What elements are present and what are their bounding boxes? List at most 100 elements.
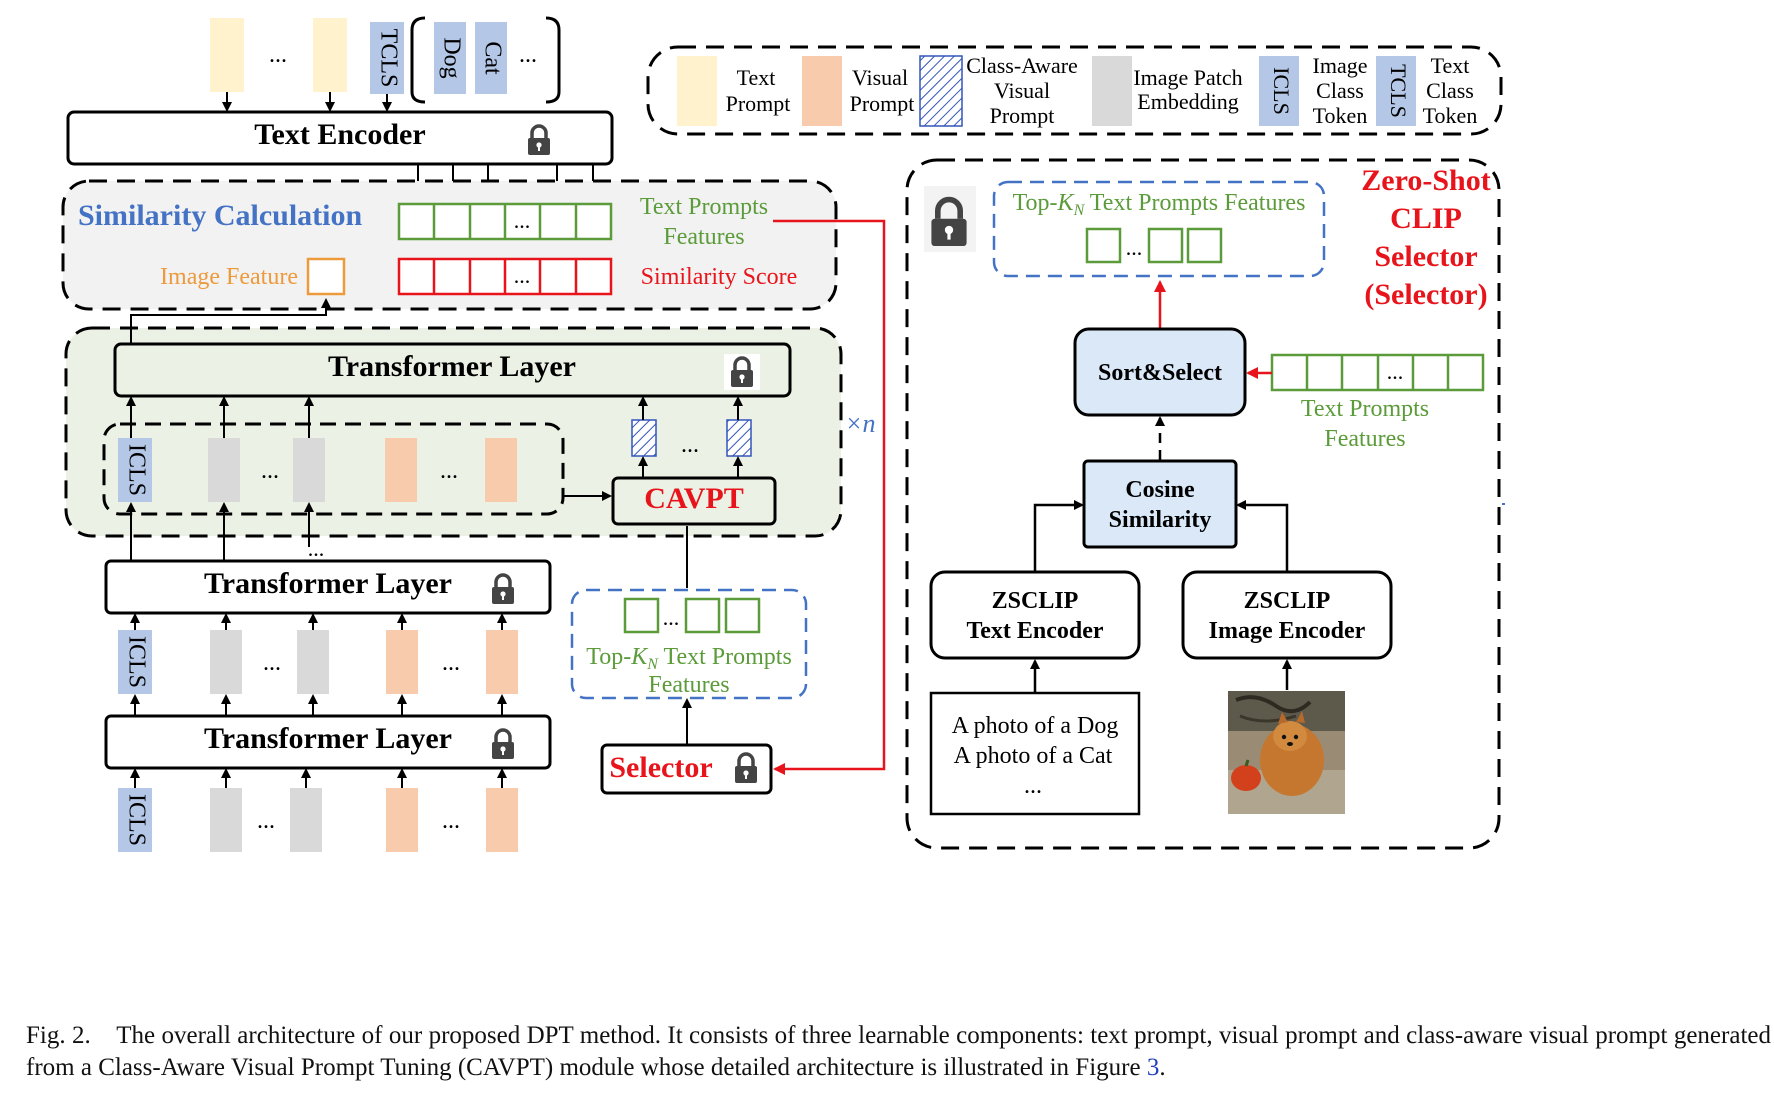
tokens-row-top: ICLS ... ... ... [118, 419, 752, 502]
legend-icls-swatch [1259, 56, 1299, 126]
dots-label: ... [269, 42, 287, 68]
sort-select-box [1073, 327, 1247, 417]
dots-label: ... [681, 432, 699, 458]
zsclip-text-encoder-label: Text Encoder [966, 618, 1103, 644]
zs-text-prompts-feature-row [1270, 353, 1485, 392]
legend-patch-label: Embedding [1137, 89, 1238, 114]
zs-text-prompts-features-label: Features [1324, 426, 1405, 452]
transformer-layer-label: Transformer Layer [204, 722, 452, 755]
legend-patch-swatch [1092, 56, 1132, 126]
topk-features-box-left: ... Top-KN Text Prompts Features [570, 588, 808, 700]
transformer-layer-bottom: Transformer Layer [104, 714, 552, 770]
legend-text-token-label: Class [1426, 78, 1474, 103]
dots-label: ... [263, 650, 281, 676]
text-prompts-features-label-1: Text Prompts [640, 194, 768, 220]
legend-tcls-swatch [1376, 56, 1416, 126]
similarity-score-label: Similarity Score [641, 264, 798, 290]
dog-label: Dog [438, 37, 464, 78]
dots-label: ... [514, 263, 531, 288]
legend-visual-prompt-label: Visual [852, 65, 908, 90]
selector-box: Selector [600, 743, 773, 795]
legend-class-aware-swatch [919, 55, 963, 127]
legend-visual-prompt-swatch [802, 56, 842, 126]
dots-label: ... [261, 458, 279, 484]
legend-image-token-label: Token [1313, 103, 1368, 128]
legend-text-prompt-swatch [677, 56, 717, 126]
tcls-token-label: TCLS [375, 29, 401, 88]
topk-features-label: Top-KN Text Prompts Features [1013, 190, 1306, 219]
transformer-layer-top: Transformer Layer [113, 342, 792, 398]
legend-text-prompt-label: Text [737, 65, 776, 90]
cavpt-module: CAVPT [611, 476, 777, 526]
dots-label: ... [442, 650, 460, 676]
zero-shot-title: CLIP [1390, 202, 1462, 235]
legend-visual-prompt-label: Prompt [850, 91, 915, 116]
cosine-similarity-label: Similarity [1109, 507, 1212, 533]
tcls-token [370, 22, 404, 94]
tokens-row-bottom: ICLS ... ... [118, 788, 518, 852]
zsclip-image-encoder-label: Image Encoder [1209, 618, 1366, 644]
cat-class-token [475, 22, 507, 94]
legend: Text Prompt Visual Prompt Class-Aware Vi… [646, 45, 1503, 136]
legend-patch-label: Image Patch [1133, 65, 1242, 90]
icls-token-label: ICLS [123, 444, 149, 496]
dots-label: ... [440, 458, 458, 484]
dots-label: ... [1387, 359, 1404, 384]
prompt-line: ... [1024, 773, 1042, 799]
icls-token-label: ICLS [123, 794, 149, 846]
figure-reference-link[interactable]: 3 [1146, 1054, 1160, 1081]
topk-label: Top-KN Text Prompts [586, 644, 792, 673]
architecture-diagram: ... TCLS Dog Cat ... Text Encoder Simila… [61, 16, 1505, 852]
zsclip-text-encoder-label: ZSCLIP [992, 588, 1079, 614]
transformer-layer-label: Transformer Layer [204, 567, 452, 600]
left-bracket [410, 16, 426, 104]
image-feature-box [306, 257, 346, 296]
similarity-calculation-panel: Similarity Calculation ... Text Prompts … [61, 179, 838, 311]
dog-class-token [434, 22, 466, 94]
selector-label: Selector [609, 751, 712, 784]
features-label: Features [648, 672, 729, 698]
zero-shot-title: Zero-Shot [1361, 164, 1490, 197]
text-encoder-label: Text Encoder [254, 118, 425, 151]
cavpt-label: CAVPT [644, 482, 743, 515]
text-encoder: Text Encoder [66, 110, 614, 166]
figure-number: Fig. 2. [26, 1022, 91, 1049]
legend-image-token-label: Class [1316, 78, 1364, 103]
text-prompts-features-label-2: Features [663, 224, 744, 250]
features-to-selector-arrow [773, 219, 886, 775]
dots-label: ... [663, 605, 680, 630]
legend-tcls-label: TCLS [1386, 64, 1411, 118]
text-encoder-inputs: ... TCLS Dog Cat ... [210, 16, 561, 112]
text-prompt-token [313, 18, 347, 92]
right-bracket [545, 16, 561, 104]
cosine-similarity-box [1082, 459, 1238, 549]
dog-photo [1228, 691, 1345, 814]
zsclip-text-encoder-box [929, 570, 1141, 660]
legend-image-token-label: Image [1313, 53, 1368, 78]
dots-label: ... [514, 208, 531, 233]
legend-text-prompt-label: Prompt [726, 91, 791, 116]
zero-shot-title: (Selector) [1364, 278, 1487, 311]
class-aware-prompt-token [726, 419, 752, 457]
prompt-line: A photo of a Cat [954, 743, 1113, 769]
prompt-text-box [929, 691, 1141, 816]
tokens-row-middle: ICLS ... ... [118, 630, 518, 694]
token-group [102, 422, 565, 516]
similarity-score-row [397, 257, 613, 296]
legend-class-aware-label: Visual [994, 78, 1050, 103]
times-n-label: ×n [845, 409, 876, 438]
sort-select-label: Sort&Select [1098, 360, 1222, 386]
legend-text-token-label: Token [1423, 103, 1478, 128]
text-prompt-token [210, 18, 244, 92]
caption-period: . [1159, 1054, 1166, 1081]
zsclip-image-encoder-label: ZSCLIP [1244, 588, 1331, 614]
zs-text-prompts-features-label: Text Prompts [1301, 396, 1429, 422]
similarity-calculation-title: Similarity Calculation [78, 199, 362, 232]
text-prompts-feature-row [397, 202, 613, 241]
transformer-layer-label: Transformer Layer [328, 350, 576, 383]
class-aware-prompt-token [631, 419, 657, 457]
prompt-line: A photo of a Dog [952, 713, 1119, 739]
dots-label: ... [308, 536, 325, 561]
transformer-layer-middle: Transformer Layer [104, 559, 552, 615]
dots-label: ... [519, 42, 537, 68]
